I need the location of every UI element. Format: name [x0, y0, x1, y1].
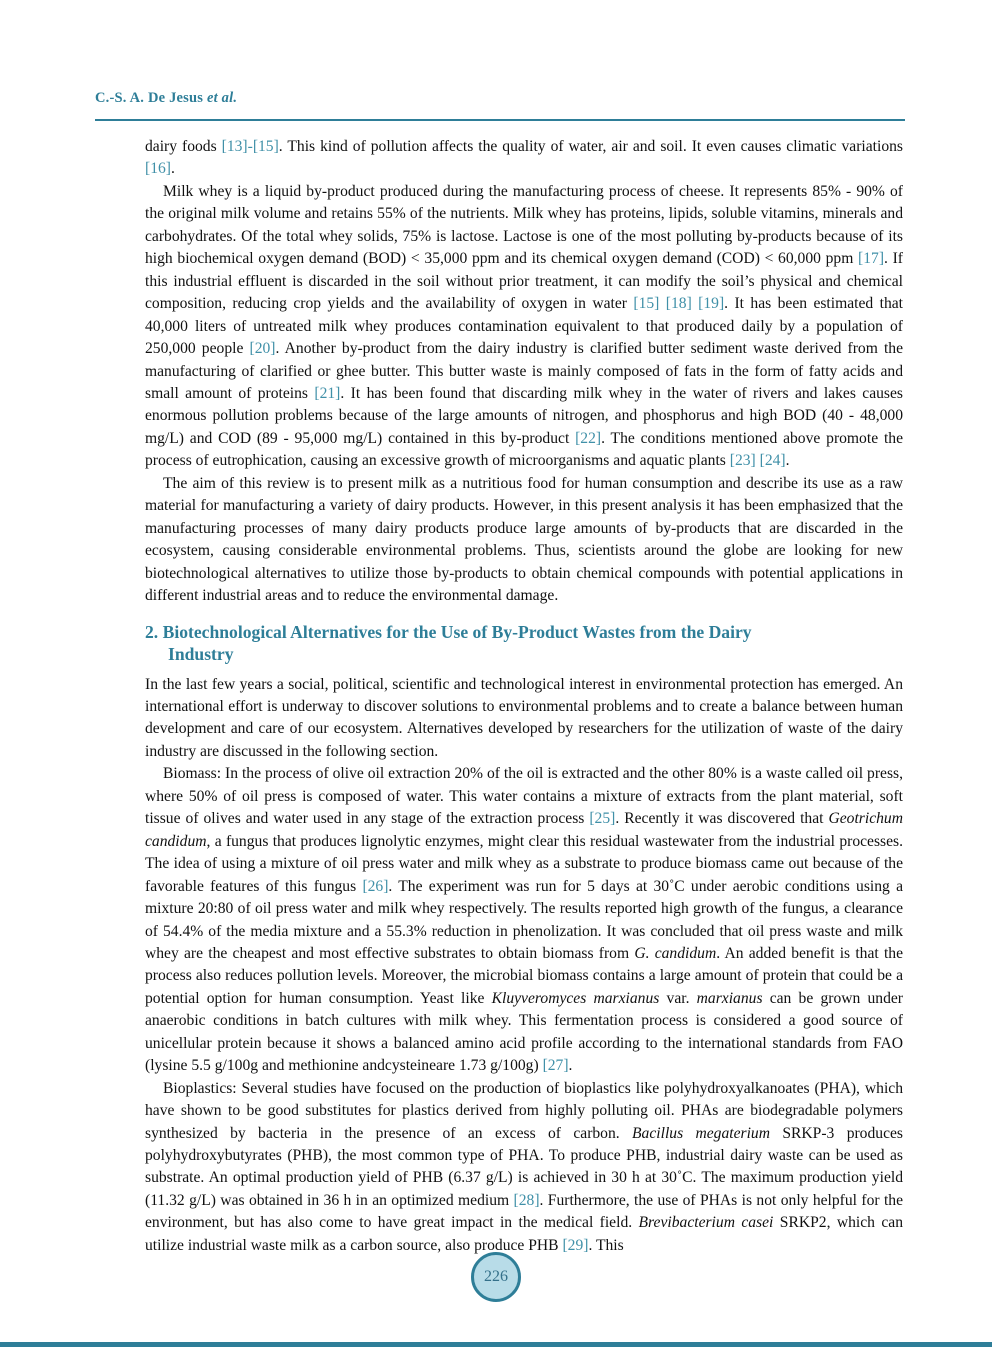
citation-link[interactable]: [15] [18] [19]	[633, 295, 725, 313]
footer-bar	[0, 1342, 992, 1347]
text-run: . An added benefit is that the process a…	[145, 944, 904, 1007]
text-run: .	[170, 160, 175, 178]
citation-link[interactable]: [23] [24]	[729, 452, 786, 470]
section-paragraphs: In the last few years a social, politica…	[145, 674, 903, 1258]
citation-link[interactable]: [22]	[575, 429, 602, 447]
running-head-author: C.-S. A. De Jesus	[95, 90, 207, 106]
section-heading: 2. Biotechnological Alternatives for the…	[145, 621, 903, 665]
text-run: In the last few years a social, politica…	[145, 675, 903, 760]
text-run: Bioplastics: Several studies have focuse…	[145, 1079, 903, 1142]
text-run: . If this industrial effluent is discard…	[145, 250, 903, 313]
citation-link[interactable]: [26]	[362, 877, 389, 895]
text-run: . Another by-product from the dairy indu…	[145, 340, 904, 402]
species-name: marxianus	[696, 989, 763, 1007]
paragraph: In the last few years a social, politica…	[145, 674, 903, 764]
species-name: Brevibacterium casei	[638, 1214, 774, 1232]
species-name: G. candidum	[634, 944, 717, 962]
page-number-badge: 226	[471, 1252, 521, 1302]
text-run: . It has been found that discarding milk…	[145, 384, 903, 447]
text-run: . The conditions mentioned above promote…	[145, 429, 903, 470]
citation-link[interactable]: [27]	[542, 1057, 569, 1075]
text-run: . The experiment was run for 5 days at 3…	[145, 877, 903, 962]
section-heading-line2: Industry	[168, 643, 234, 664]
species-name: Kluyveromyces marxianus	[491, 989, 660, 1007]
paragraph: The aim of this review is to present mil…	[145, 473, 903, 608]
text-run: . Furthermore, the use of PHAs is not on…	[145, 1191, 903, 1232]
citation-link[interactable]: [16]	[145, 160, 171, 178]
text-run: Milk whey is a liquid by-product produce…	[145, 182, 903, 268]
text-run: The aim of this review is to present mil…	[145, 474, 903, 605]
text-run: . It has been estimated that 40,000 lite…	[145, 295, 903, 358]
running-head-etal: et al.	[206, 90, 238, 106]
species-name: Bacillus megaterium	[632, 1124, 770, 1142]
citation-link[interactable]: [20]	[249, 340, 276, 358]
text-run: . This kind of pollution affects the qua…	[278, 138, 903, 155]
header-rule	[95, 119, 905, 121]
text-run: Biomass: In the process of olive oil ext…	[145, 765, 903, 828]
page-number: 226	[484, 1268, 508, 1285]
text-run: SRKP2, which can utilize industrial wast…	[145, 1214, 904, 1254]
citation-link[interactable]: [21]	[314, 384, 341, 402]
paragraph: Milk whey is a liquid by-product produce…	[145, 181, 903, 473]
paragraph: Biomass: In the process of olive oil ext…	[145, 763, 903, 1077]
paragraph: dairy foods [13]-[15]. This kind of poll…	[145, 136, 903, 181]
text-run: . Recently it was discovered that	[615, 810, 829, 828]
text-run: , a fungus that produces lignolytic enzy…	[145, 832, 903, 895]
citation-link[interactable]: [13]-[15]	[221, 138, 279, 155]
text-run: var.	[659, 989, 697, 1007]
species-name: Geotrichum candidum	[145, 810, 903, 850]
text-run: .	[568, 1057, 573, 1075]
text-run: SRKP-3 produces polyhydroxybutyrates (PH…	[145, 1124, 903, 1209]
citation-link[interactable]: [25]	[589, 810, 616, 828]
citation-link[interactable]: [17]	[858, 250, 885, 268]
text-run: . This	[588, 1236, 624, 1254]
article-body: dairy foods [13]-[15]. This kind of poll…	[145, 136, 903, 1257]
text-run: .	[785, 452, 790, 470]
paragraph: Bioplastics: Several studies have focuse…	[145, 1078, 903, 1258]
citation-link[interactable]: [29]	[562, 1236, 589, 1254]
citation-link[interactable]: [28]	[513, 1191, 540, 1209]
intro-paragraphs: dairy foods [13]-[15]. This kind of poll…	[145, 136, 903, 608]
text-run: can be grown under anaerobic conditions …	[145, 989, 903, 1075]
text-run: dairy foods	[145, 138, 222, 155]
running-head: C.-S. A. De Jesus et al.	[95, 90, 237, 107]
section-heading-line1: 2. Biotechnological Alternatives for the…	[145, 621, 752, 642]
